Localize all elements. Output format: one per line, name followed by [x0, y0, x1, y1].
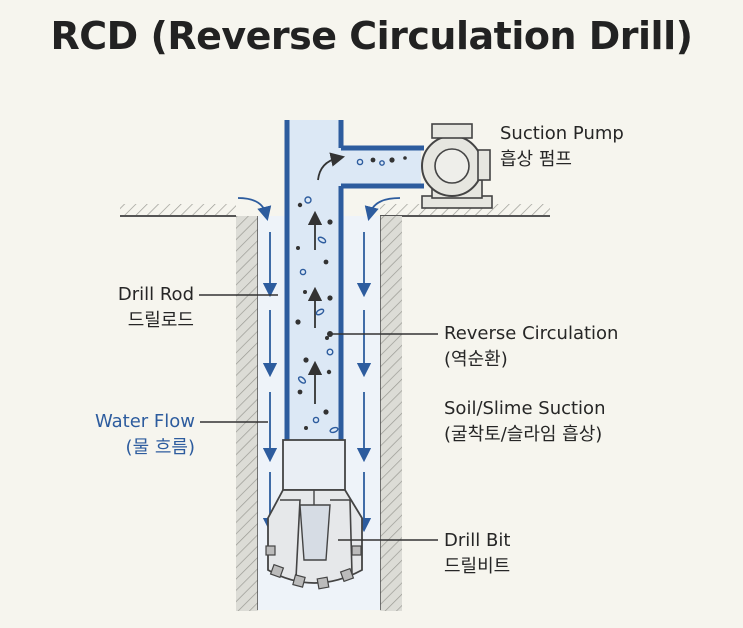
drill-rod — [284, 120, 344, 440]
reverse-circulation-arrows — [307, 152, 346, 404]
label-water-flow: Water Flow (물 흐름) — [94, 411, 195, 458]
drill-bit — [265, 439, 363, 590]
reverse-circulation-marker — [327, 331, 333, 337]
label-drill-bit: Drill Bit 드릴비트 — [444, 530, 511, 577]
slime-particles — [295, 156, 407, 430]
label-drill-rod: Drill Rod 드릴로드 — [117, 284, 194, 331]
water-flow-arrows — [237, 197, 401, 533]
label-soil-suction: Soil/Slime Suction (굴착토/슬라임 흡상) — [444, 398, 606, 445]
ground-left — [120, 204, 259, 611]
ground-right — [379, 204, 550, 611]
leader-lines — [199, 294, 438, 541]
slime-particles-outline — [297, 158, 385, 434]
label-suction-pump: Suction Pump 흡상 펌프 — [500, 123, 624, 170]
label-reverse-circulation: Reverse Circulation (역순환) — [444, 323, 619, 370]
suction-pump-icon — [421, 123, 493, 209]
page-title: RCD (Reverse Circulation Drill) — [50, 14, 693, 58]
suction-pipe — [341, 145, 424, 189]
